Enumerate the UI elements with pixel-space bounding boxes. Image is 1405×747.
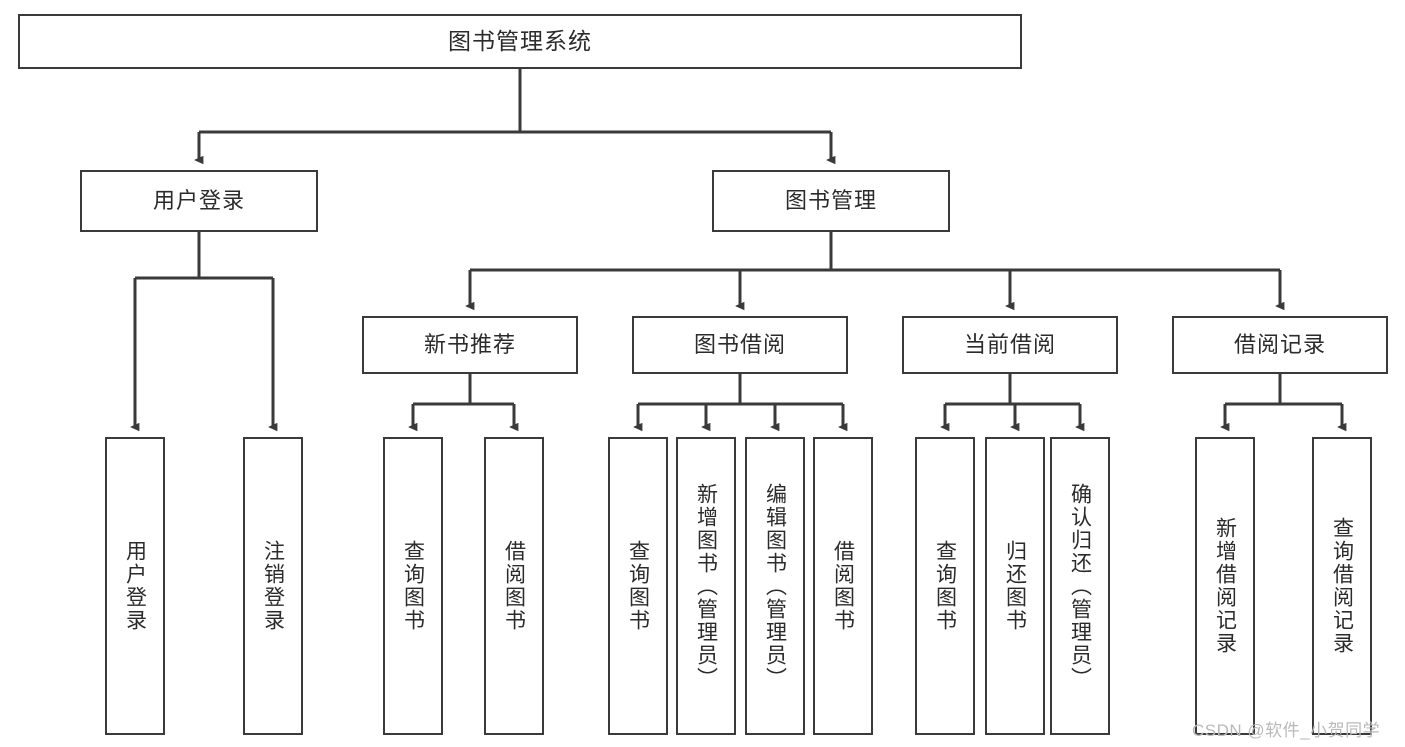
node-leaf-logout-login-label: 注销登录	[261, 540, 285, 632]
node-borrow-record[interactable]: 借阅记录	[1172, 316, 1388, 374]
node-leaf-confirm-return[interactable]: 确认归还（管理员）	[1050, 437, 1110, 735]
node-leaf-query-book-2-label: 查询图书	[626, 540, 650, 632]
node-new-book-recommend[interactable]: 新书推荐	[362, 316, 578, 374]
node-leaf-edit-book[interactable]: 编辑图书（管理员）	[745, 437, 805, 735]
node-leaf-query-book-2[interactable]: 查询图书	[608, 437, 668, 735]
node-leaf-query-book-3-label: 查询图书	[933, 540, 957, 632]
node-leaf-edit-book-label: 编辑图书（管理员）	[763, 482, 787, 690]
node-leaf-query-book-3[interactable]: 查询图书	[915, 437, 975, 735]
node-leaf-query-record-label: 查询借阅记录	[1330, 517, 1354, 655]
node-root[interactable]: 图书管理系统	[18, 14, 1022, 69]
node-leaf-return-book[interactable]: 归还图书	[985, 437, 1045, 735]
node-leaf-confirm-return-label: 确认归还（管理员）	[1068, 482, 1092, 690]
node-leaf-query-book-1-label: 查询图书	[401, 540, 425, 632]
node-current-borrow-label: 当前借阅	[963, 332, 1056, 358]
node-leaf-add-record-label: 新增借阅记录	[1213, 517, 1237, 655]
node-leaf-add-record[interactable]: 新增借阅记录	[1195, 437, 1255, 735]
node-leaf-logout-login[interactable]: 注销登录	[243, 437, 303, 735]
node-leaf-user-login-label: 用户登录	[123, 540, 147, 632]
node-leaf-return-book-label: 归还图书	[1003, 540, 1027, 632]
node-book-borrow-label: 图书借阅	[693, 332, 786, 358]
node-leaf-borrow-book-2-label: 借阅图书	[831, 540, 855, 632]
node-user-login[interactable]: 用户登录	[80, 170, 318, 232]
node-leaf-borrow-book-2[interactable]: 借阅图书	[813, 437, 873, 735]
node-leaf-add-book-label: 新增图书（管理员）	[694, 482, 718, 690]
node-leaf-borrow-book-1[interactable]: 借阅图书	[484, 437, 544, 735]
node-user-login-label: 用户登录	[152, 188, 245, 214]
node-leaf-borrow-book-1-label: 借阅图书	[502, 540, 526, 632]
node-borrow-record-label: 借阅记录	[1233, 332, 1326, 358]
node-leaf-query-book-1[interactable]: 查询图书	[383, 437, 443, 735]
node-book-borrow[interactable]: 图书借阅	[632, 316, 848, 374]
node-leaf-query-record[interactable]: 查询借阅记录	[1312, 437, 1372, 735]
node-book-manage-label: 图书管理	[784, 188, 877, 214]
node-new-book-recommend-label: 新书推荐	[423, 332, 516, 358]
node-current-borrow[interactable]: 当前借阅	[902, 316, 1118, 374]
node-root-label: 图书管理系统	[448, 27, 592, 54]
node-leaf-user-login[interactable]: 用户登录	[105, 437, 165, 735]
node-book-manage[interactable]: 图书管理	[712, 170, 950, 232]
node-leaf-add-book[interactable]: 新增图书（管理员）	[676, 437, 736, 735]
